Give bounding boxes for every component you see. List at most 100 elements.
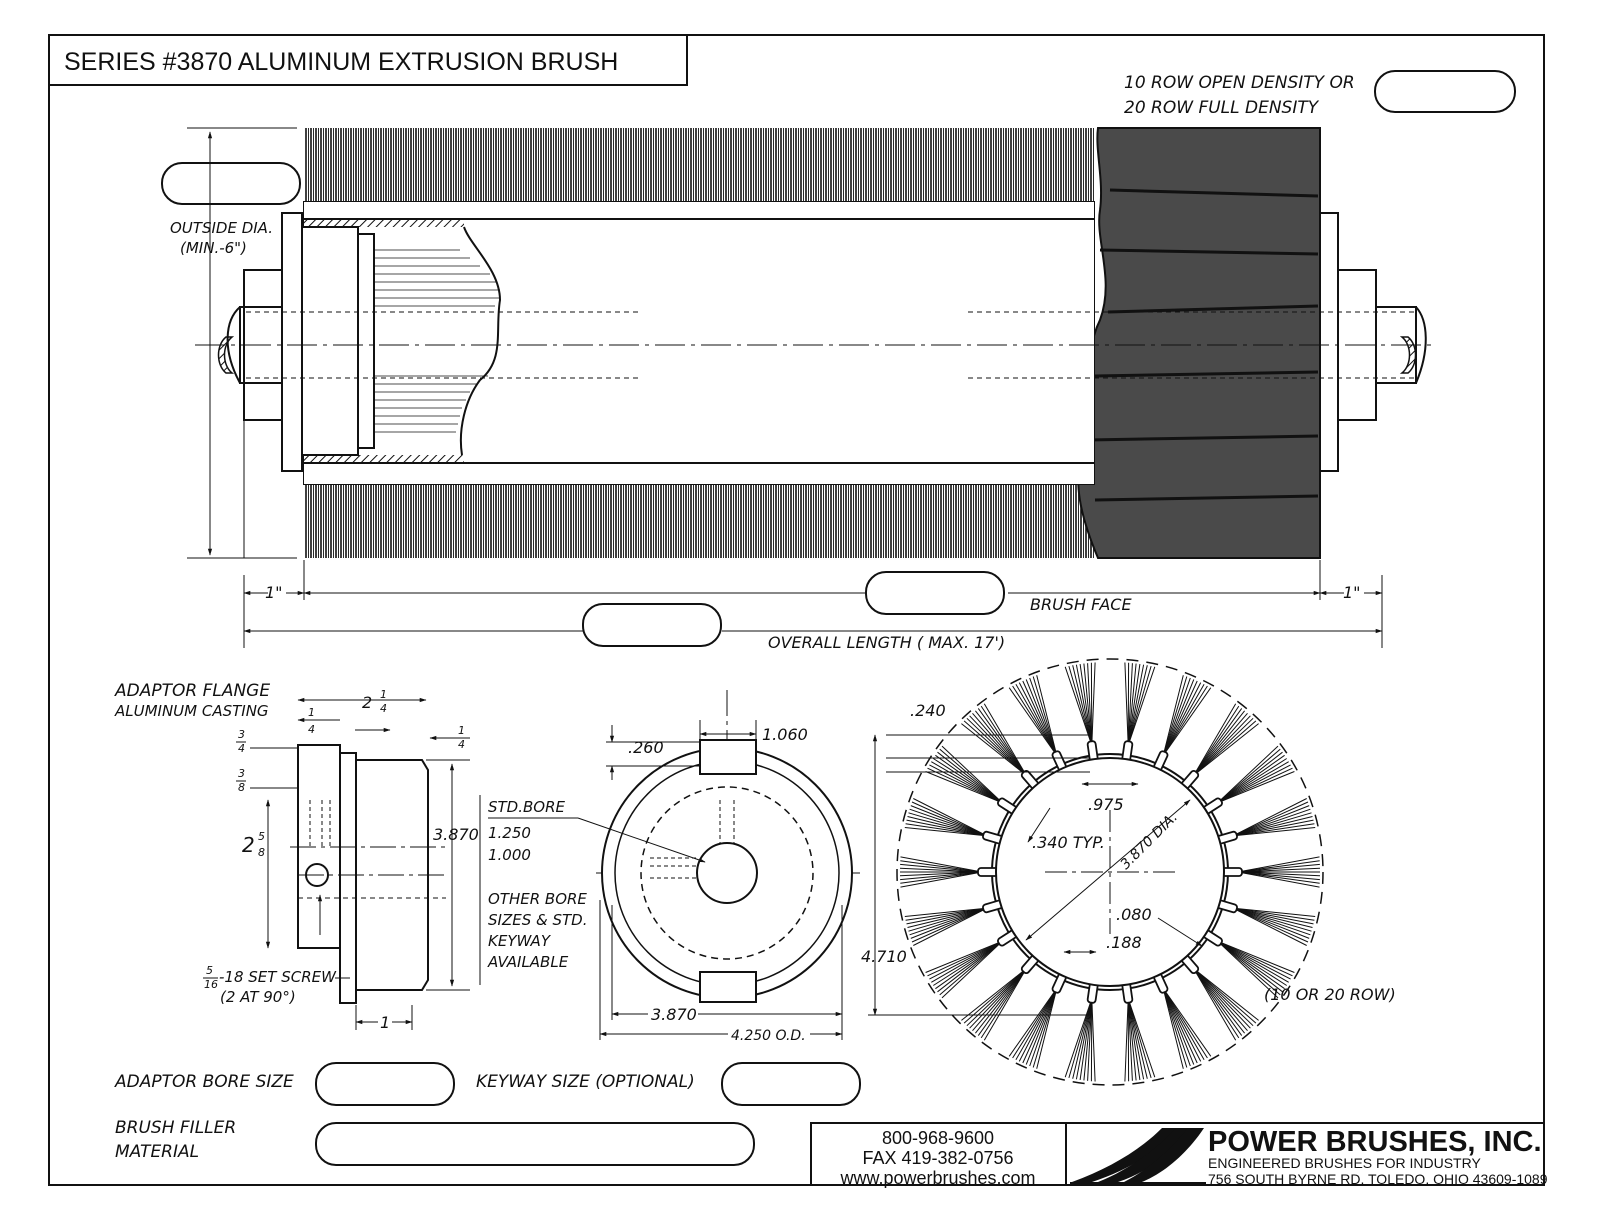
density-field[interactable] [1374,70,1516,113]
end-length-left: 1" [265,583,283,602]
bristle-line [909,907,988,936]
bristle-line [980,968,1027,1039]
bristle-line [1217,767,1293,804]
bristle-line [1162,988,1195,1065]
slot-width: .975 [1088,795,1124,814]
bristle-line [1072,998,1093,1079]
bristle-line [913,907,988,946]
bristle-line [900,871,983,881]
bristle-line [1193,968,1245,1034]
brush-filler-label-line2: MATERIAL [115,1142,199,1162]
bristle-line [941,745,1003,804]
bristle-line [906,819,988,837]
bristle-line [1162,988,1205,1061]
cross-section-detail: .240 4.710 .975 .340 TYP. 3.870 DIA. .08… [861,658,1396,1086]
company-block: POWER BRUSHES, INC. ENGINEERED BRUSHES F… [1065,1122,1548,1187]
bristle-line [1064,666,1093,746]
bristle-line [1127,664,1141,746]
bristle-line [1193,715,1251,776]
company-logo [1070,1128,1206,1184]
flange-left-frac-num: 1 [308,706,315,719]
section-overall: 4.710 [861,947,907,966]
flange-right-frac-num: 1 [458,724,465,737]
flange-height-frac-num: 5 [258,830,265,843]
flange-diameter: 3.870 [433,825,479,844]
bristle-line [899,867,983,873]
bristle-line [1032,988,1058,1068]
other-bore-note-3: KEYWAY [488,932,552,950]
bristle-line [1232,907,1307,946]
bristle-line [1237,856,1320,873]
bristle-line [911,907,988,943]
bristle-line [1193,968,1237,1041]
bristle-line [1127,663,1137,746]
bristle-line [899,871,983,877]
outside-dia-label-line1: OUTSIDE DIA. [170,219,273,237]
sheet-border [48,34,1545,1186]
bristle-line [1012,988,1058,1059]
bristle-line [1162,675,1184,756]
brush-face-field[interactable] [865,571,1005,615]
bristle-line [1237,871,1320,881]
website[interactable]: www.powerbrushes.com [839,1168,1035,1188]
bristle-line [1079,664,1093,746]
bristle-line [1193,968,1240,1039]
bristle-line [908,812,988,837]
flange-left-frac-den: 4 [308,723,315,736]
bristle-line [1217,761,1289,804]
bristle-line [1015,683,1058,756]
overall-length-label: OVERALL LENGTH ( MAX. 17') [768,633,1005,652]
key-width: 1.060 [762,725,808,744]
company-address: 756 SOUTH BYRNE RD. TOLEDO, OHIO 43609-1… [1208,1171,1548,1187]
overall-length-field[interactable] [582,603,722,647]
outside-dia-field[interactable] [161,162,301,205]
flange-width: 2 [362,693,372,712]
bristles-bottom [304,484,1094,558]
density-label-line1: 10 ROW OPEN DENSITY OR [1124,73,1355,93]
bristle-line [925,771,1003,804]
bristle-line [1124,998,1129,1082]
bristle-line [1232,907,1310,939]
bristle-line [931,761,1003,804]
bristle-line [1032,676,1058,756]
bristle-line [1127,666,1156,746]
bristle-line [1162,988,1202,1062]
bristle-line [1127,998,1152,1079]
bristle-line [1193,717,1254,776]
bristle-line [1232,907,1314,925]
std-bore-label: STD.BORE [488,798,566,816]
key-depth: .260 [628,738,664,757]
bristle-line [1127,998,1137,1081]
keyway-size-field[interactable] [721,1062,861,1106]
keyway-size-label: KEYWAY SIZE (OPTIONAL) [476,1072,695,1092]
set-screw-frac-den: 16 [204,978,218,991]
bristle-line [1127,998,1145,1080]
bristle-line [910,907,988,939]
bristle-line [925,940,1003,973]
bristle-line [937,940,1003,993]
bristle-line [1232,907,1311,936]
flange-width-frac-num: 1 [380,688,387,701]
bristle-line [1127,998,1133,1081]
bristle-line [905,823,988,837]
company-tagline: ENGINEERED BRUSHES FOR INDUSTRY [1208,1155,1481,1171]
bristle-line [1068,998,1093,1079]
bristle-line [1079,998,1093,1080]
bristle-line [1217,940,1287,986]
bristle-line [910,805,988,837]
flange-right-frac-den: 4 [458,738,465,751]
flange-top-frac-den: 4 [238,742,245,755]
brush-filler-label-line1: BRUSH FILLER [115,1118,236,1138]
bristle-line [1217,940,1291,980]
bristle-line [1127,665,1152,746]
adaptor-bore-size-field[interactable] [315,1062,455,1106]
brush-face-label: BRUSH FACE [1030,595,1132,614]
rows-note: (10 OR 20 ROW) [1264,985,1396,1004]
bristle-line [980,705,1027,776]
brush-filler-field[interactable] [315,1122,755,1166]
density-label-line2: 20 ROW FULL DENSITY [1124,98,1320,118]
bristle-line [1217,940,1295,973]
bristle-line [900,871,983,884]
bristle-line [1193,968,1259,1021]
bore-inner-diameter: 3.870 [651,1005,697,1024]
